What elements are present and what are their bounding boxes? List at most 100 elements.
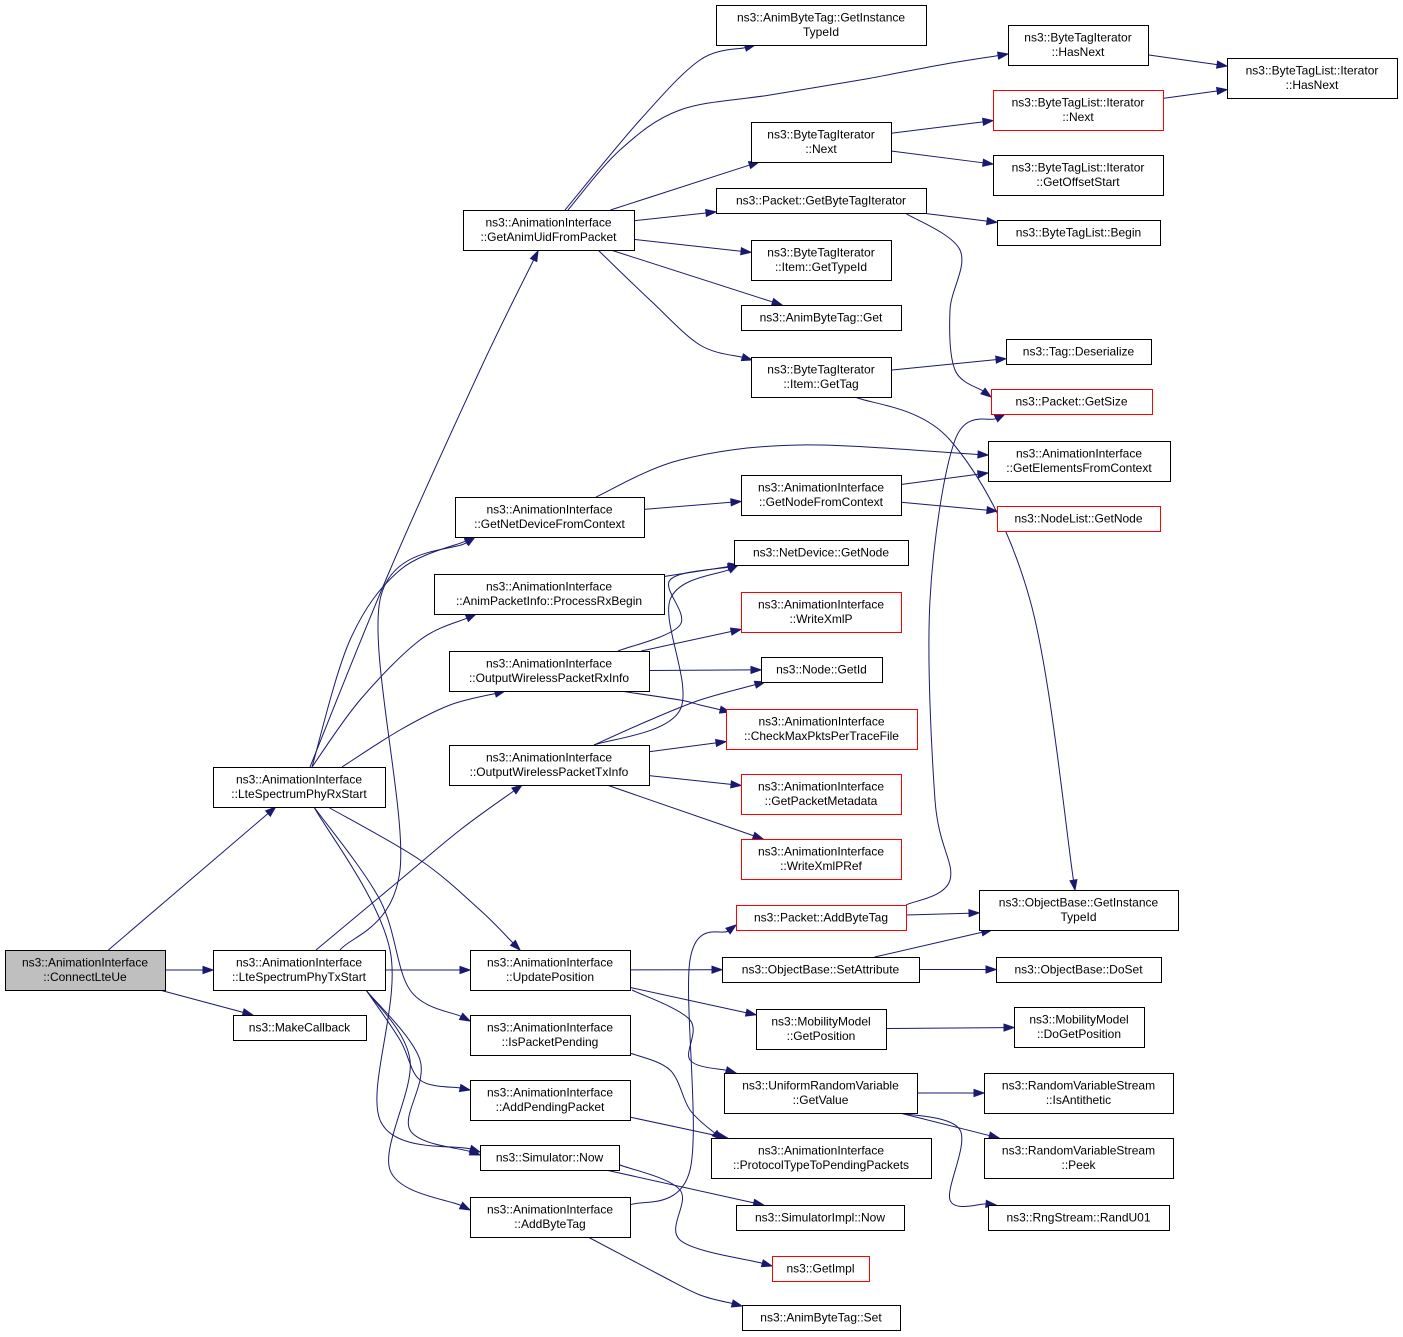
node-simulatornow[interactable]: ns3::Simulator::Now	[480, 1145, 620, 1171]
node-getpacketmetadata[interactable]: ns3::AnimationInterface::GetPacketMetada…	[741, 774, 902, 815]
node-getnodefromcontext[interactable]: ns3::AnimationInterface::GetNodeFromCont…	[741, 475, 902, 516]
edge-updateposition-to-mobilitymodelgetposition	[629, 986, 758, 1017]
node-addbytetag[interactable]: ns3::AnimationInterface::AddByteTag	[470, 1197, 631, 1238]
node-mobilitymodelgetposition[interactable]: ns3::MobilityModel::GetPosition	[756, 1009, 887, 1050]
arrowhead	[977, 470, 990, 479]
node-checkmaxpktspertracefile[interactable]: ns3::AnimationInterface::CheckMaxPktsPer…	[726, 709, 918, 750]
node-label-line: ::GetNodeFromContext	[759, 495, 884, 509]
node-box	[993, 90, 1164, 131]
node-bytetagiteratornext[interactable]: ns3::ByteTagIterator::Next	[751, 122, 892, 163]
node-label-line: ::OutputWirelessPacketTxInfo	[470, 765, 629, 779]
node-getbytetagiterator[interactable]: ns3::Packet::GetByteTagIterator	[716, 188, 927, 214]
node-bytetaglistiteratornext[interactable]: ns3::ByteTagList::Iterator::Next	[993, 90, 1164, 131]
node-box	[741, 592, 902, 633]
node-ispacketpending[interactable]: ns3::AnimationInterface::IsPacketPending	[470, 1015, 631, 1056]
node-label-line: ns3::AnimationInterface	[22, 956, 148, 970]
node-bytetaglistiteratorhasnext[interactable]: ns3::ByteTagList::Iterator::HasNext	[1227, 58, 1398, 99]
node-writexmlpref[interactable]: ns3::AnimationInterface::WriteXmlPRef	[741, 839, 902, 880]
node-label-line: ns3::Node::GetId	[776, 662, 867, 676]
edge-getnetdevicefromcontext-to-getnodefromcontext	[643, 498, 743, 510]
node-animbytetagset[interactable]: ns3::AnimByteTag::Set	[742, 1305, 901, 1331]
node-label-line: ::HasNext	[1286, 78, 1339, 92]
node-addpendingpacket[interactable]: ns3::AnimationInterface::AddPendingPacke…	[470, 1080, 631, 1121]
arrowhead	[980, 387, 993, 398]
node-updateposition[interactable]: ns3::AnimationInterface::UpdatePosition	[470, 950, 631, 991]
node-bytetaglistbegin[interactable]: ns3::ByteTagList::Begin	[997, 220, 1161, 246]
node-netdevicegetnode[interactable]: ns3::NetDevice::GetNode	[734, 540, 909, 566]
node-getelementsfromcontext[interactable]: ns3::AnimationInterface::GetElementsFrom…	[988, 441, 1171, 482]
node-box	[213, 950, 386, 991]
node-box	[1014, 1007, 1145, 1048]
arrowhead	[1216, 86, 1229, 96]
node-ltespectrumphytxstart[interactable]: ns3::AnimationInterface::LteSpectrumPhyT…	[213, 950, 386, 991]
node-label-line: ::UpdatePosition	[506, 970, 594, 984]
edge-bytetagiteratorhasnext-to-bytetaglistiteratorhasnext	[1147, 54, 1229, 69]
node-rngstreamrandu01[interactable]: ns3::RngStream::RandU01	[988, 1205, 1170, 1231]
node-itemgettag[interactable]: ns3::ByteTagIterator::Item::GetTag	[751, 357, 892, 398]
node-processrxbegin[interactable]: ns3::AnimationInterface::AnimPacketInfo:…	[434, 574, 665, 615]
node-tagdeserialize[interactable]: ns3::Tag::Deserialize	[1006, 339, 1152, 365]
node-box	[742, 1305, 901, 1331]
node-writexmlp[interactable]: ns3::AnimationInterface::WriteXmlP	[741, 592, 902, 633]
edge-bytetagiteratornext-to-bytetaglistiteratornext	[890, 117, 995, 134]
node-label-line: ns3::RandomVariableStream	[1002, 1144, 1155, 1158]
node-getnetdevicefromcontext[interactable]: ns3::AnimationInterface::GetNetDeviceFro…	[455, 497, 645, 538]
node-uniformrandomvariablegetvalue[interactable]: ns3::UniformRandomVariable::GetValue	[724, 1073, 918, 1114]
edge-ltespectrumphyrxstart-to-ispacketpending	[313, 806, 472, 1022]
node-box	[988, 441, 1171, 482]
node-bytetaglistiteratorgetoffsetstart[interactable]: ns3::ByteTagList::Iterator::GetOffsetSta…	[993, 155, 1164, 196]
node-makecallback[interactable]: ns3::MakeCallback	[233, 1015, 367, 1041]
node-simulatorimplnow[interactable]: ns3::SimulatorImpl::Now	[736, 1205, 905, 1231]
arrowhead	[996, 51, 1010, 60]
node-nodegetid[interactable]: ns3::Node::GetId	[761, 657, 883, 683]
node-box	[233, 1015, 367, 1041]
node-label-line: ns3::AnimationInterface	[758, 715, 884, 729]
node-packetaddbytetag[interactable]: ns3::Packet::AddByteTag	[736, 905, 907, 931]
node-label-line: ns3::AnimationInterface	[758, 780, 884, 794]
node-label-line: ::IsPacketPending	[502, 1035, 599, 1049]
node-box	[470, 1197, 631, 1238]
node-animbytetagget[interactable]: ns3::AnimByteTag::Get	[741, 305, 902, 331]
node-label-line: ::HasNext	[1052, 45, 1105, 59]
node-mobilitymodeldogetposition[interactable]: ns3::MobilityModel::DoGetPosition	[1014, 1007, 1145, 1048]
node-label-line: ns3::Packet::AddByteTag	[754, 910, 888, 924]
node-connectlteue[interactable]: ns3::AnimationInterface::ConnectLteUe	[5, 950, 166, 991]
edge-updateposition-to-objectbasesetattribute	[629, 965, 724, 974]
node-objectbasesetattribute[interactable]: ns3::ObjectBase::SetAttribute	[722, 957, 920, 983]
node-box	[1227, 58, 1398, 99]
edge-getanimuidfrompacket-to-itemgettypeid	[633, 238, 753, 256]
node-packetgetsize[interactable]: ns3::Packet::GetSize	[991, 389, 1153, 415]
arrowhead	[459, 965, 472, 975]
node-getimpl[interactable]: ns3::GetImpl	[772, 1256, 870, 1282]
arrowhead	[1003, 1023, 1016, 1032]
node-randomvariablestreampeek[interactable]: ns3::RandomVariableStream::Peek	[984, 1138, 1174, 1179]
edge-getanimuidfrompacket-to-bytetagiteratorhasnext	[567, 51, 1010, 211]
node-outputwirelesspacketrxinfo[interactable]: ns3::AnimationInterface::OutputWirelessP…	[449, 651, 650, 692]
node-getanimuidfrompacket[interactable]: ns3::AnimationInterface::GetAnimUidFromP…	[463, 210, 635, 251]
node-ltespectrumphyrxstart[interactable]: ns3::AnimationInterface::LteSpectrumPhyR…	[213, 767, 386, 808]
node-label-line: ns3::Tag::Deserialize	[1023, 344, 1135, 358]
edge-getnodefromcontext-to-nodelistgetnode	[900, 501, 999, 515]
node-outputwirelesspackettxinfo[interactable]: ns3::AnimationInterface::OutputWirelessP…	[449, 745, 650, 786]
node-box	[984, 1138, 1174, 1179]
node-label-line: ::GetAnimUidFromPacket	[480, 230, 617, 244]
node-box	[726, 709, 918, 750]
node-protocoltypetopendingpackets[interactable]: ns3::AnimationInterface::ProtocolTypeToP…	[711, 1138, 932, 1179]
node-itemgettypeid[interactable]: ns3::ByteTagIterator::Item::GetTypeId	[751, 240, 892, 281]
node-box	[979, 890, 1179, 931]
node-nodelistgetnode[interactable]: ns3::NodeList::GetNode	[997, 506, 1161, 532]
node-box	[722, 957, 920, 983]
node-label-line: ::DoGetPosition	[1037, 1027, 1121, 1041]
node-label-line: ns3::RngStream::RandU01	[1006, 1210, 1150, 1224]
edge-ltespectrumphytxstart-to-addbytetag	[365, 989, 472, 1211]
node-box	[988, 1205, 1170, 1231]
node-label-line: ns3::AnimationInterface	[486, 657, 612, 671]
node-bytetagiteratorhasnext[interactable]: ns3::ByteTagIterator::HasNext	[1008, 25, 1149, 66]
node-israndomvariablestreamisantithetic[interactable]: ns3::RandomVariableStream::IsAntithetic	[984, 1073, 1174, 1114]
node-objectbasedoset[interactable]: ns3::ObjectBase::DoSet	[996, 957, 1162, 983]
node-label-line: ns3::RandomVariableStream	[1002, 1079, 1155, 1093]
node-box	[470, 950, 631, 991]
node-label-line: ::AddByteTag	[514, 1217, 585, 1231]
